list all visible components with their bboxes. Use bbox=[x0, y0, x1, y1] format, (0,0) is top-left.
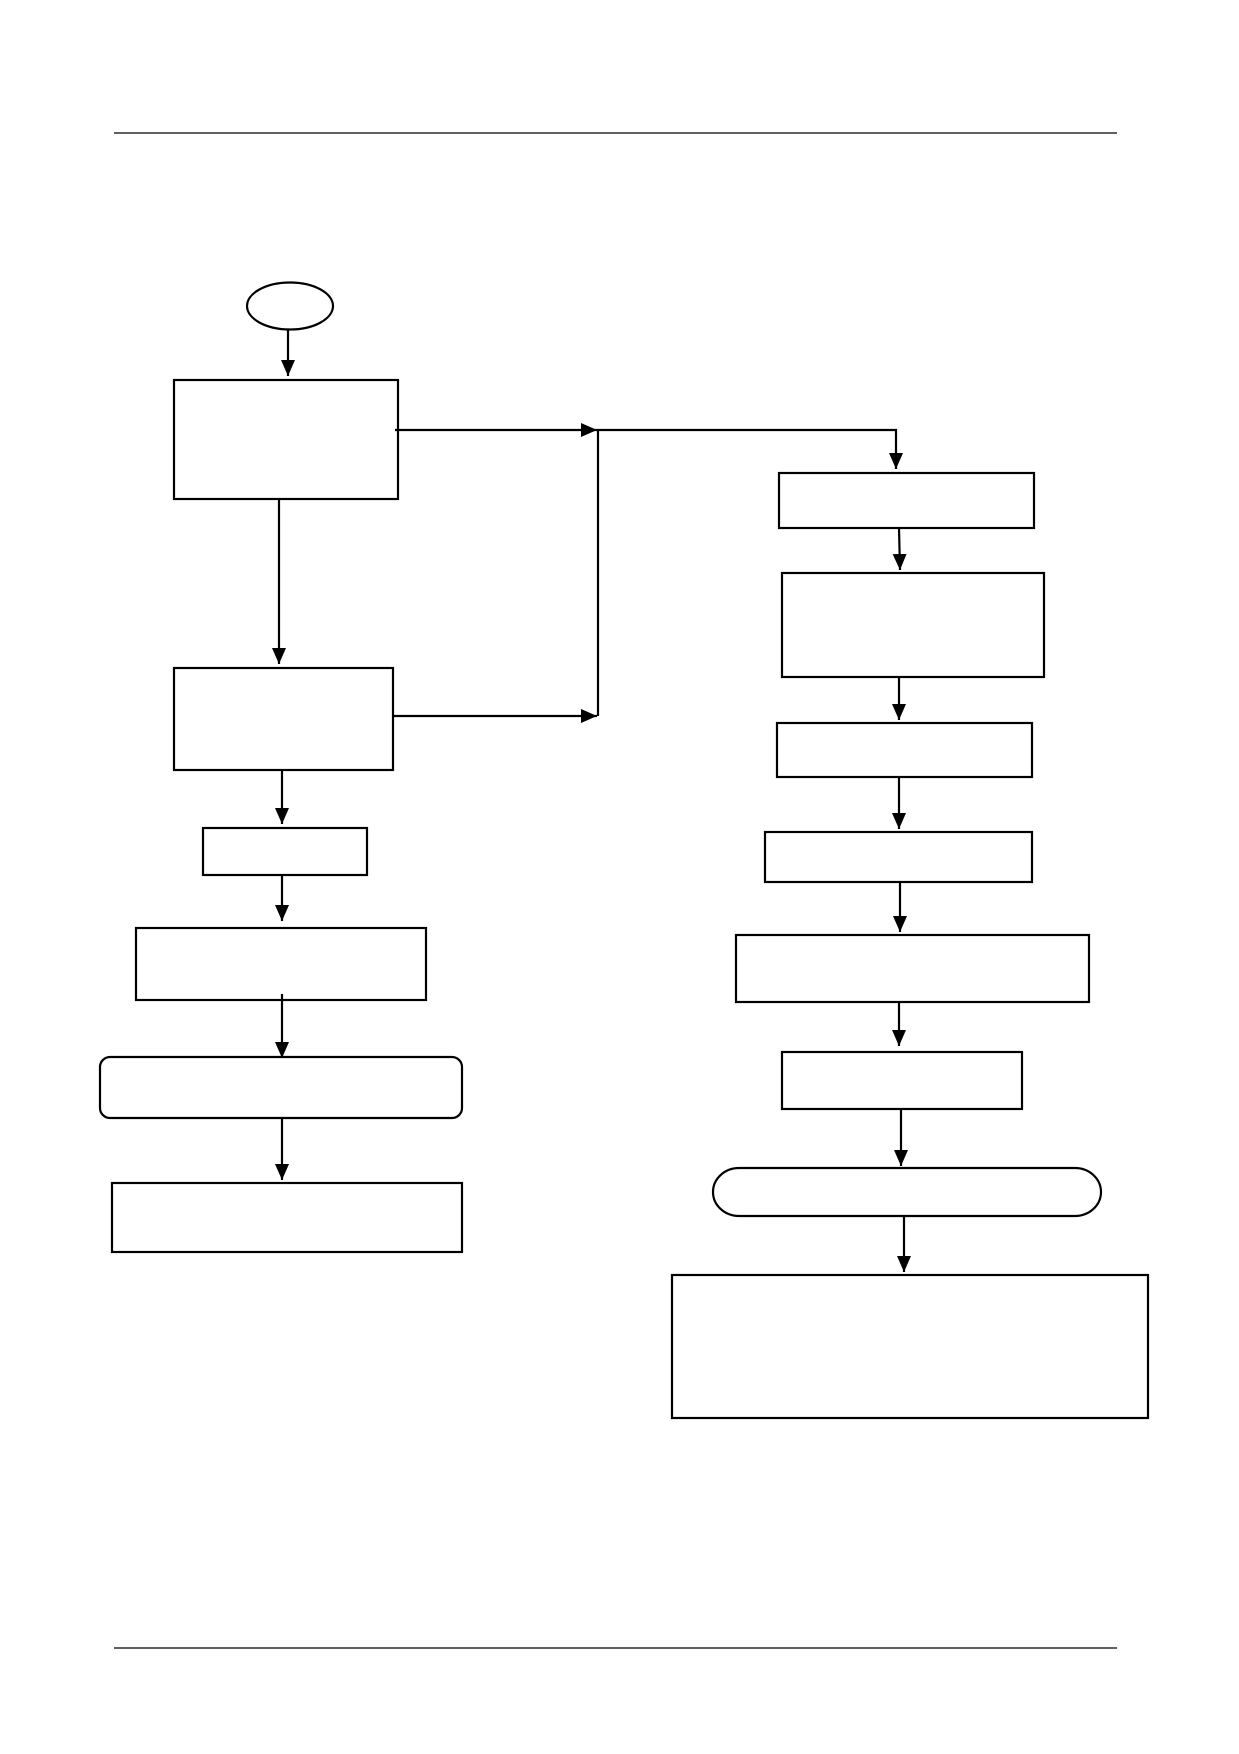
diagram-edges bbox=[272, 329, 911, 1272]
right-step-7-stadium bbox=[711, 1166, 1103, 1218]
left-step-4-box bbox=[134, 926, 428, 1002]
right-step-4-box bbox=[763, 830, 1034, 884]
connector-right-step-1-to-right-step-2 bbox=[892, 527, 907, 571]
left-step-6-box bbox=[110, 1181, 464, 1254]
right-step-3-box bbox=[775, 721, 1034, 779]
left-step-5-rounded-box bbox=[98, 1055, 464, 1120]
left-step-1-box bbox=[172, 378, 400, 501]
right-step-8-box bbox=[670, 1273, 1150, 1420]
right-step-6-box bbox=[780, 1050, 1024, 1111]
connector-junction-to-right-step-1 bbox=[597, 428, 903, 469]
right-step-2-box bbox=[780, 571, 1046, 679]
right-step-5-box bbox=[734, 933, 1091, 1004]
diagram-nodes bbox=[98, 281, 1150, 1420]
left-step-3-box bbox=[201, 826, 369, 877]
start-node bbox=[245, 281, 335, 331]
right-step-1-box bbox=[777, 471, 1036, 530]
left-step-2-box bbox=[172, 666, 395, 772]
